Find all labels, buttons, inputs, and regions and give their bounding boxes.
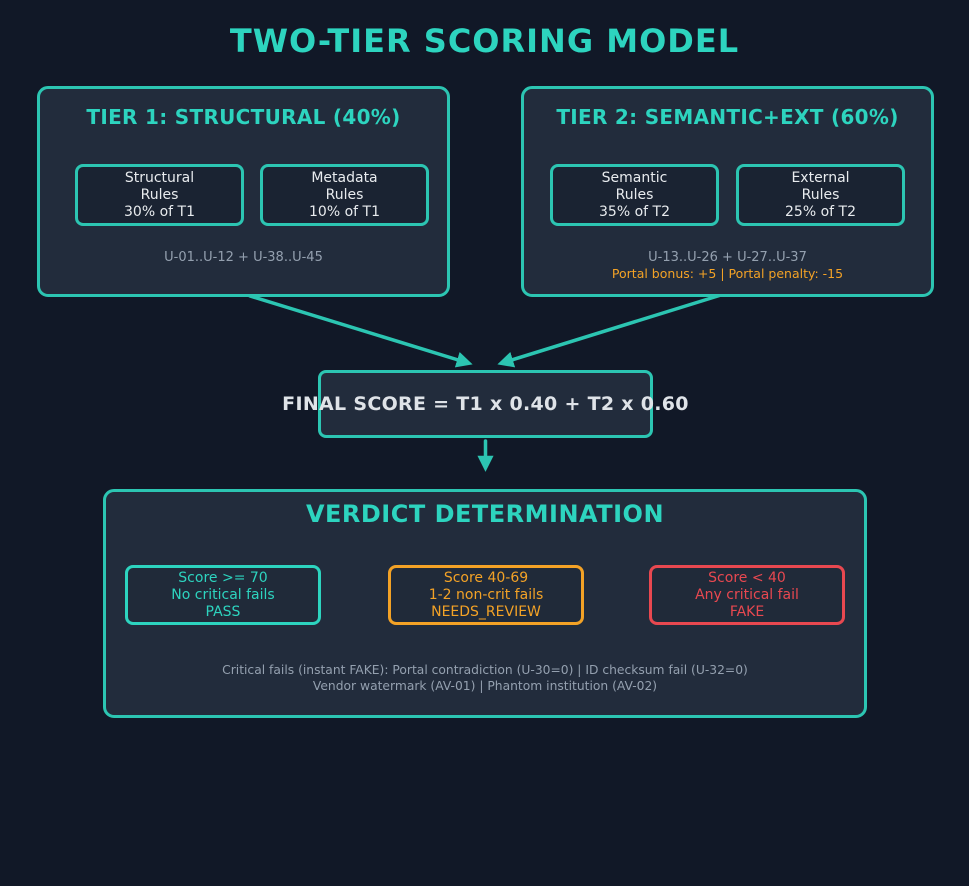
verdict-heading: VERDICT DETERMINATION bbox=[305, 500, 665, 528]
tier2-rule-range-note: U-13..U-26 + U-27..U-37 bbox=[648, 250, 807, 265]
rule-box-line: Metadata bbox=[311, 169, 378, 186]
rule-box-line: Structural bbox=[124, 169, 195, 186]
verdict-panel: VERDICT DETERMINATION Score >= 70 No cri… bbox=[103, 489, 867, 718]
tier1-panel: TIER 1: STRUCTURAL (40%) Structural Rule… bbox=[37, 86, 450, 297]
tier2-heading: TIER 2: SEMANTIC+EXT (60%) bbox=[556, 105, 899, 129]
rule-box-line: 30% of T1 bbox=[124, 203, 195, 220]
rule-box-line: Rules bbox=[140, 186, 179, 203]
tier1-rule-range-note: U-01..U-12 + U-38..U-45 bbox=[164, 250, 323, 265]
outcome-line: Score 40-69 bbox=[443, 569, 529, 586]
diagram-title: TWO-TIER SCORING MODEL bbox=[229, 22, 740, 60]
critical-fails-note: Critical fails (instant FAKE): Portal co… bbox=[106, 663, 864, 694]
outcome-line: PASS bbox=[205, 603, 241, 620]
needs-review-outcome-box: Score 40-69 1-2 non-crit fails NEEDS_REV… bbox=[388, 565, 584, 625]
rule-box-line: 25% of T2 bbox=[785, 203, 856, 220]
fake-outcome-box: Score < 40 Any critical fail FAKE bbox=[649, 565, 845, 625]
rule-box-line: Semantic bbox=[601, 169, 668, 186]
portal-bonus-penalty-note: Portal bonus: +5 | Portal penalty: -15 bbox=[611, 266, 844, 281]
tier1-to-final-arrow bbox=[248, 294, 473, 368]
tier2-panel: TIER 2: SEMANTIC+EXT (60%) Semantic Rule… bbox=[521, 86, 934, 297]
metadata-rules-box: Metadata Rules 10% of T1 bbox=[260, 164, 429, 226]
final-score-box: FINAL SCORE = T1 x 0.40 + T2 x 0.60 bbox=[282, 370, 689, 438]
rule-box-line: Rules bbox=[325, 186, 364, 203]
outcome-line: 1-2 non-crit fails bbox=[428, 586, 544, 603]
outcome-line: NEEDS_REVIEW bbox=[431, 603, 541, 620]
rule-box-line: Rules bbox=[801, 186, 840, 203]
critical-fails-note-line: Critical fails (instant FAKE): Portal co… bbox=[222, 663, 748, 677]
rule-box-line: Rules bbox=[615, 186, 654, 203]
tier2-to-final-arrow bbox=[497, 293, 723, 368]
structural-rules-box: Structural Rules 30% of T1 bbox=[75, 164, 244, 226]
pass-outcome-box: Score >= 70 No critical fails PASS bbox=[125, 565, 321, 625]
outcome-line: No critical fails bbox=[171, 586, 275, 603]
semantic-rules-box: Semantic Rules 35% of T2 bbox=[550, 164, 719, 226]
outcome-line: Score >= 70 bbox=[178, 569, 268, 586]
final-score-formula: FINAL SCORE = T1 x 0.40 + T2 x 0.60 bbox=[282, 393, 689, 415]
rule-box-line: 10% of T1 bbox=[309, 203, 380, 220]
rule-box-line: External bbox=[791, 169, 850, 186]
critical-fails-note-line: Vendor watermark (AV-01) | Phantom insti… bbox=[312, 678, 658, 693]
outcome-line: Any critical fail bbox=[695, 586, 799, 603]
external-rules-box: External Rules 25% of T2 bbox=[736, 164, 905, 226]
tier1-heading: TIER 1: STRUCTURAL (40%) bbox=[86, 105, 401, 129]
outcome-line: Score < 40 bbox=[708, 569, 786, 586]
outcome-line: FAKE bbox=[729, 603, 765, 620]
rule-box-line: 35% of T2 bbox=[599, 203, 670, 220]
